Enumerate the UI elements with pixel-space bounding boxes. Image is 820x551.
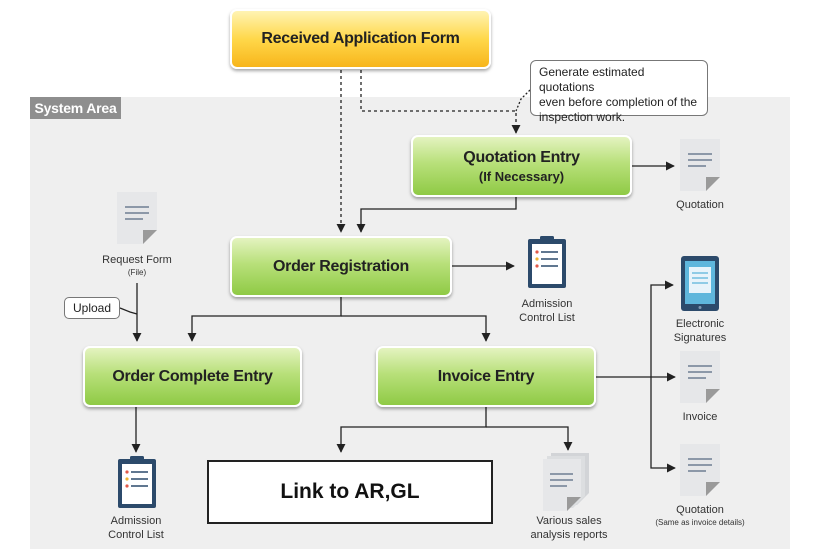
- quotation-bottom-label: Quotation: [676, 504, 724, 516]
- estimate-note-callout: Generate estimated quotations even befor…: [530, 60, 708, 124]
- request-form-document-icon: [117, 192, 157, 244]
- received-application-form-box: Received Application Form: [230, 9, 491, 69]
- received-application-form-label: Received Application Form: [261, 30, 460, 47]
- upload-callout: Upload: [64, 297, 120, 319]
- admission-list-2-line-2: Control List: [108, 529, 164, 541]
- invoice-entry-box: Invoice Entry: [376, 346, 596, 407]
- quotation-bottom-document-icon: [680, 444, 720, 496]
- admission-list-2-clipboard-icon: [118, 456, 156, 508]
- request-form-sublabel: (File): [127, 268, 147, 277]
- sales-reports-line-1: Various sales: [536, 515, 602, 527]
- arrow-to-quotation-bottom: [650, 377, 676, 473]
- quotation-entry-box: Quotation Entry (If Necessary): [411, 135, 632, 197]
- order-registration-box: Order Registration: [230, 236, 452, 297]
- quotation-top-label: Quotation: [676, 199, 724, 211]
- quotation-bottom-sublabel: (Same as invoice details): [655, 518, 745, 527]
- admission-list-2-line-1: Admission: [110, 515, 162, 527]
- invoice-entry-label: Invoice Entry: [437, 367, 535, 385]
- link-ar-gl-box: Link to AR,GL: [207, 460, 493, 524]
- quotation-entry-sublabel: (If Necessary): [478, 168, 565, 184]
- arrow-to-sales-reports: [486, 426, 573, 451]
- request-form-label: Request Form: [102, 254, 172, 266]
- invoice-label: Invoice: [682, 411, 718, 423]
- admission-list-1-clipboard-icon: [528, 236, 566, 288]
- quotation-top-document-icon: [680, 139, 720, 191]
- estimate-note-line-1: Generate estimated quotations: [539, 65, 645, 94]
- estimate-note-line-3: inspection work.: [539, 110, 626, 124]
- callout-pointer: [515, 89, 531, 112]
- quotation-entry-label: Quotation Entry: [463, 148, 580, 166]
- dashed-arrow-to-quotation: [360, 70, 521, 134]
- arrow-to-link-ar-gl: [336, 407, 487, 453]
- arrow-to-invoice-entry: [341, 315, 491, 342]
- estimate-note-line-2: even before completion of the: [539, 95, 698, 109]
- order-complete-entry-box: Order Complete Entry: [83, 346, 302, 407]
- sales-reports-line-2: analysis reports: [530, 529, 608, 541]
- order-registration-label: Order Registration: [273, 257, 409, 275]
- arrow-quotation-to-order: [356, 197, 517, 233]
- sales-reports-document-stack-icon: [543, 453, 589, 511]
- arrow-to-electronic-signatures: [650, 280, 674, 377]
- system-area-label: System Area: [30, 97, 121, 119]
- electronic-signatures-line-2: Signatures: [673, 332, 727, 344]
- electronic-signatures-line-1: Electronic: [675, 318, 725, 330]
- arrow-to-order-complete: [187, 297, 342, 342]
- electronic-signatures-tablet-icon: [681, 256, 719, 311]
- order-complete-entry-label: Order Complete Entry: [112, 367, 273, 385]
- link-ar-gl-label: Link to AR,GL: [280, 480, 420, 503]
- invoice-document-icon: [680, 351, 720, 403]
- admission-list-1-line-1: Admission: [521, 298, 573, 310]
- admission-list-1-line-2: Control List: [519, 312, 575, 324]
- upload-pointer: [119, 307, 138, 315]
